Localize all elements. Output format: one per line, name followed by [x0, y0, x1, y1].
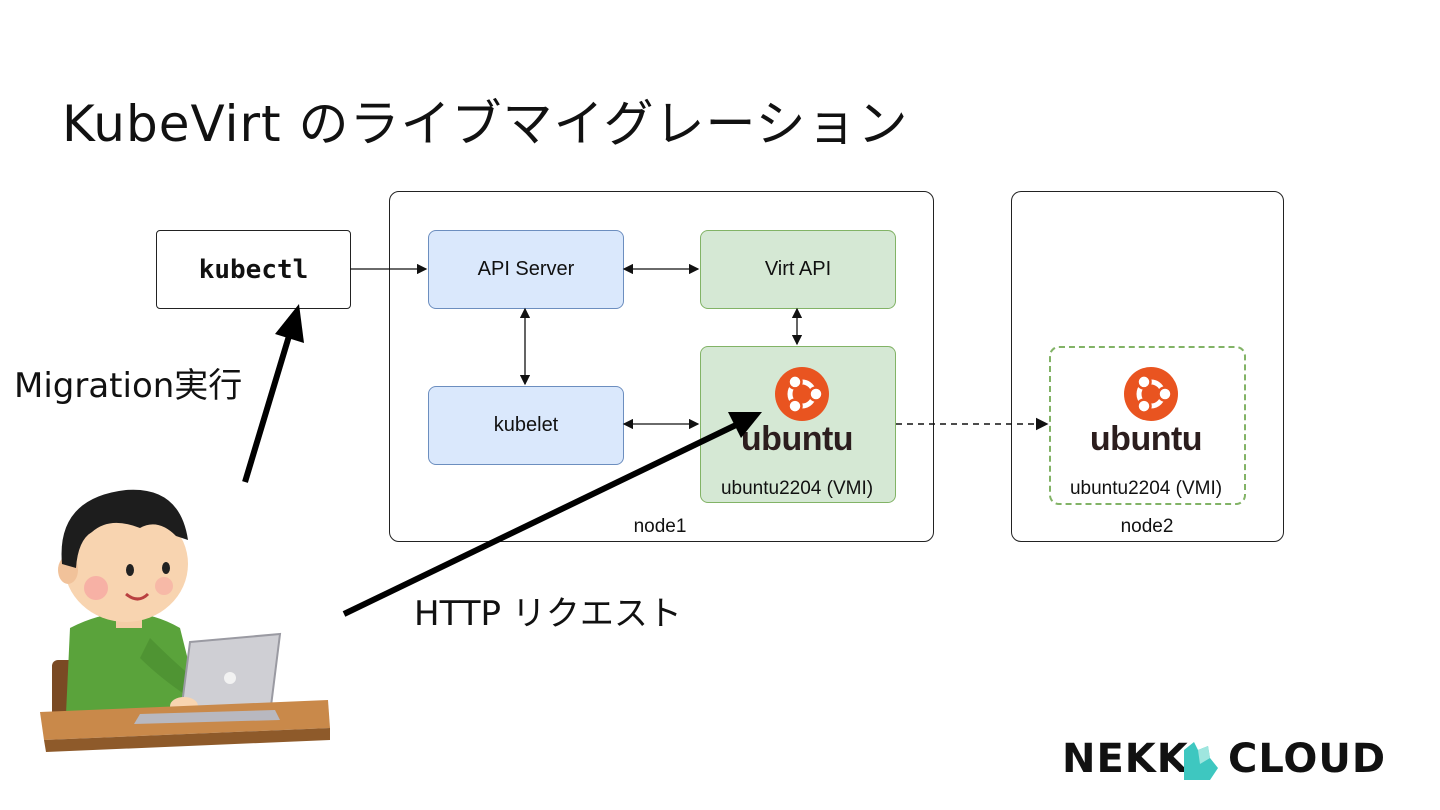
- ubuntu-logo-text: ubuntu: [1089, 420, 1203, 458]
- nekko-cloud-logo: NEKK CLOUD: [1062, 736, 1385, 786]
- node1-vmi-label: ubuntu2204 (VMI): [720, 478, 874, 499]
- http-request-arrow: [342, 422, 738, 617]
- ubuntu-logo-icon: [1124, 367, 1178, 421]
- brand-left-text: NEKK: [1062, 736, 1189, 782]
- ubuntu-logo-text: ubuntu: [740, 420, 854, 458]
- node2-vmi-label: ubuntu2204 (VMI): [1069, 478, 1223, 499]
- nekko-cat-icon: [1184, 742, 1218, 780]
- node2-label: node2: [1120, 516, 1174, 537]
- http-annotation: HTTP リクエスト: [414, 594, 682, 634]
- migration-annotation: Migration実行: [14, 366, 243, 406]
- kubectl-box: kubectl: [156, 230, 351, 309]
- ubuntu-logo-icon: [775, 367, 829, 421]
- user-at-laptop-illustration: [40, 489, 330, 752]
- slide-title: KubeVirt のライブマイグレーション: [62, 95, 909, 153]
- brand-right-text: CLOUD: [1228, 736, 1387, 782]
- node1-label: node1: [633, 516, 687, 537]
- migration-command-arrow: [242, 335, 292, 483]
- kubelet-box: kubelet: [428, 386, 624, 465]
